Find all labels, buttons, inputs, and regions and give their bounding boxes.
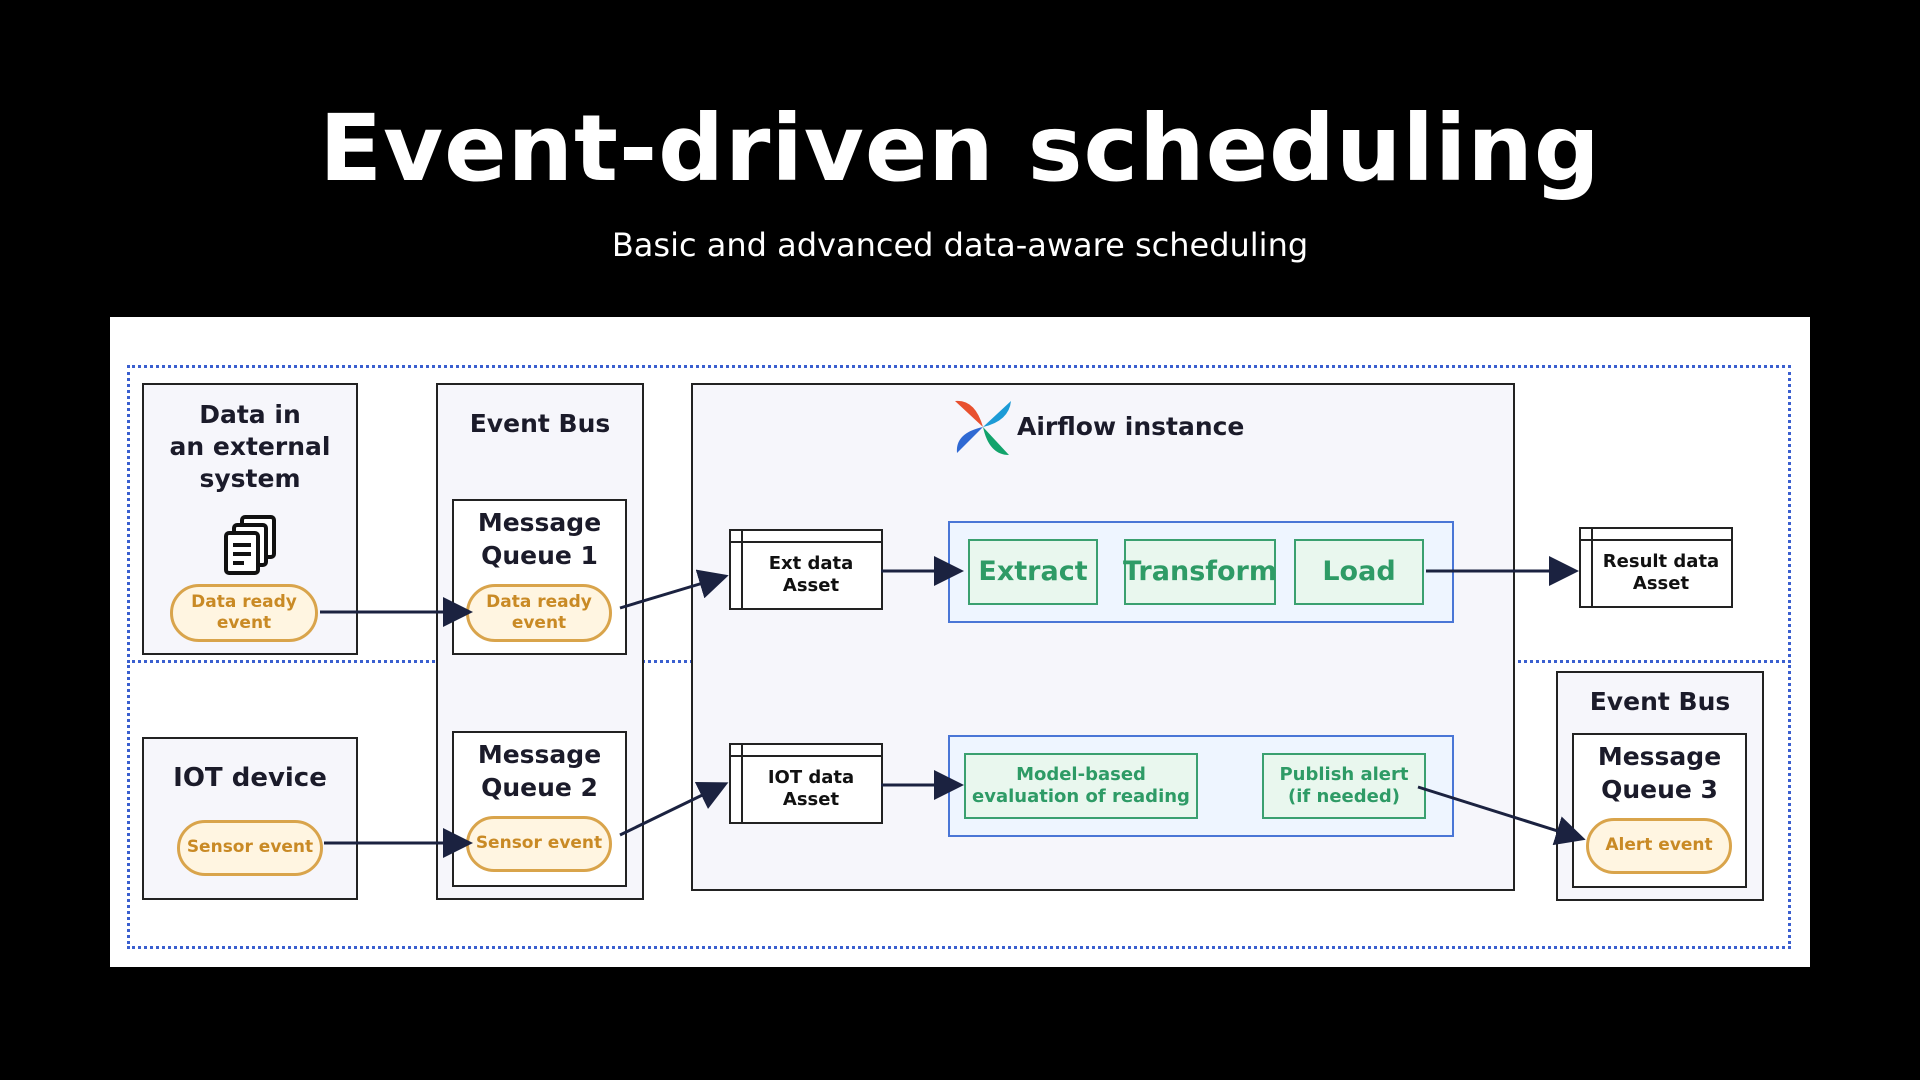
iot-data-asset: IOT data Asset: [729, 743, 883, 824]
event-bus-right-label: Event Bus: [1589, 687, 1731, 716]
queue2-sensor-event-pill: Sensor event: [466, 816, 612, 872]
ext-data-asset: Ext data Asset: [729, 529, 883, 610]
message-queue-3-label: Message Queue 3: [1597, 742, 1722, 804]
slide-title: Event-driven scheduling: [319, 95, 1601, 202]
iot-device-label: IOT device: [173, 763, 327, 793]
event-bus-right: Event Bus Message Queue 3 Alert event: [1556, 671, 1764, 901]
extract-step: Extract: [968, 539, 1098, 605]
result-data-asset: Result data Asset: [1579, 527, 1733, 608]
data-ready-event-pill: Data ready event: [170, 584, 318, 642]
message-queue-2: Message Queue 2 Sensor event: [452, 731, 627, 887]
iot-pipeline: Model-based evaluation of reading Publis…: [948, 735, 1454, 837]
external-system-label: Data in an external system: [169, 400, 331, 493]
model-evaluation-step: Model-based evaluation of reading: [964, 753, 1198, 819]
publish-alert-step: Publish alert (if needed): [1262, 753, 1426, 819]
load-step: Load: [1294, 539, 1424, 605]
airflow-instance-label: Airflow instance: [1017, 412, 1245, 441]
external-system-box: Data in an external system Data ready ev…: [142, 383, 358, 655]
queue1-data-ready-event-pill: Data ready event: [466, 584, 612, 642]
iot-device-box: IOT device Sensor event: [142, 737, 358, 900]
message-queue-1-label: Message Queue 1: [477, 508, 602, 570]
message-queue-1: Message Queue 1 Data ready event: [452, 499, 627, 655]
airflow-instance-box: Airflow instance Ext data Asset IOT data…: [691, 383, 1515, 891]
event-bus-left: Event Bus Message Queue 1 Data ready eve…: [436, 383, 644, 900]
message-queue-2-label: Message Queue 2: [477, 740, 602, 802]
document-stack-icon: [224, 515, 276, 575]
etl-pipeline: Extract Transform Load: [948, 521, 1454, 623]
event-bus-left-label: Event Bus: [469, 409, 611, 438]
sensor-event-pill: Sensor event: [177, 820, 323, 876]
message-queue-3: Message Queue 3 Alert event: [1572, 733, 1747, 888]
alert-event-pill: Alert event: [1586, 818, 1732, 874]
transform-step: Transform: [1123, 539, 1277, 605]
diagram-panel: Data in an external system Data ready ev…: [110, 317, 1810, 967]
airflow-pinwheel-icon: [955, 400, 1011, 455]
slide-subtitle: Basic and advanced data-aware scheduling: [611, 226, 1309, 264]
